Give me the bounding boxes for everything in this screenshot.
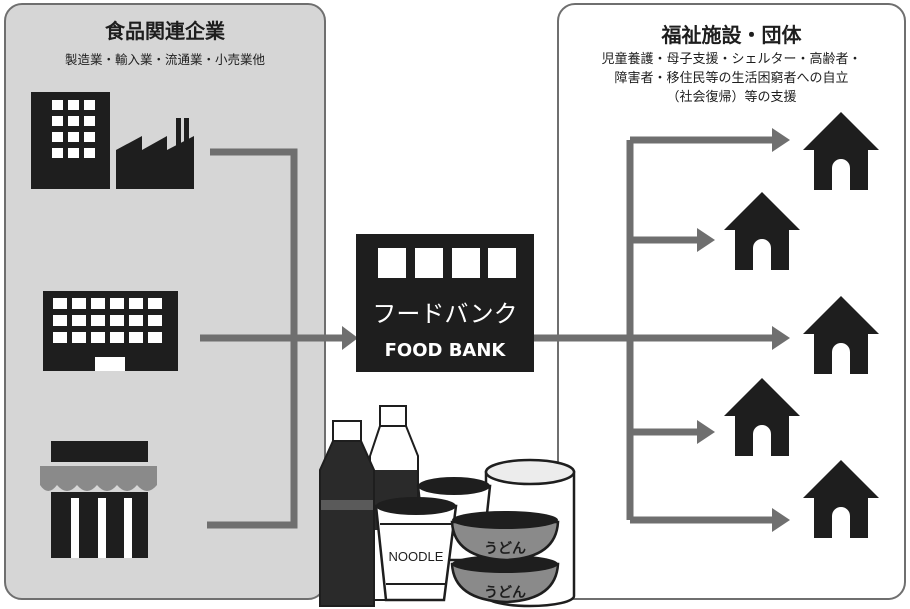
food-bank-label-jp: フードバンク: [372, 300, 518, 328]
arrow-head: [342, 326, 358, 350]
arrow-head: [772, 508, 790, 532]
arrow-head: [772, 128, 790, 152]
house-icon: [803, 112, 879, 190]
welfare-subtitle-line: 障害者・移住民等の生活困窮者への自立: [614, 71, 849, 86]
welfare-subtitle-line: 児童養護・母子支援・シェルター・高齢者・: [601, 52, 862, 67]
food-bank-building: [356, 234, 534, 372]
welfare-subtitle: 児童養護・母子支援・シェルター・高齢者・ 障害者・移住民等の生活困窮者への自立 …: [559, 50, 904, 107]
house-icon: [803, 296, 879, 374]
house-icon: [724, 378, 800, 456]
suppliers-subtitle: 製造業・輸入業・流通業・小売業他: [64, 52, 265, 67]
building-icon: [43, 291, 178, 371]
office-building-icon: [31, 92, 110, 189]
distribution-arrow-heads: [697, 128, 790, 532]
suppliers-title: 食品関連企業: [105, 19, 225, 43]
welfare-subtitle-line: （社会復帰）等の支援: [666, 90, 797, 105]
house-icon: [724, 192, 800, 270]
supplier-connectors: [200, 148, 298, 529]
arrow-head: [772, 326, 790, 350]
bottle-icon: [319, 420, 375, 607]
house-icon: [803, 460, 879, 538]
shop-icon: [40, 441, 157, 558]
arrow-head: [697, 420, 715, 444]
factory-icon: [116, 118, 194, 189]
udon-label: うどん: [484, 585, 526, 601]
food-items: NOODLE うどん うどん: [319, 405, 576, 608]
udon-bowl-icon: うどん: [450, 555, 560, 604]
welfare-title: 福祉施設・団体: [661, 23, 802, 47]
noodle-label: NOODLE: [389, 549, 444, 564]
cup-noodle-icon: NOODLE: [374, 497, 458, 602]
udon-label: うどん: [484, 541, 526, 557]
food-bank-label-en: FOOD BANK: [384, 340, 506, 361]
distribution-lines: [534, 136, 775, 524]
udon-bowl-icon: うどん: [450, 511, 560, 562]
arrow-head: [697, 228, 715, 252]
